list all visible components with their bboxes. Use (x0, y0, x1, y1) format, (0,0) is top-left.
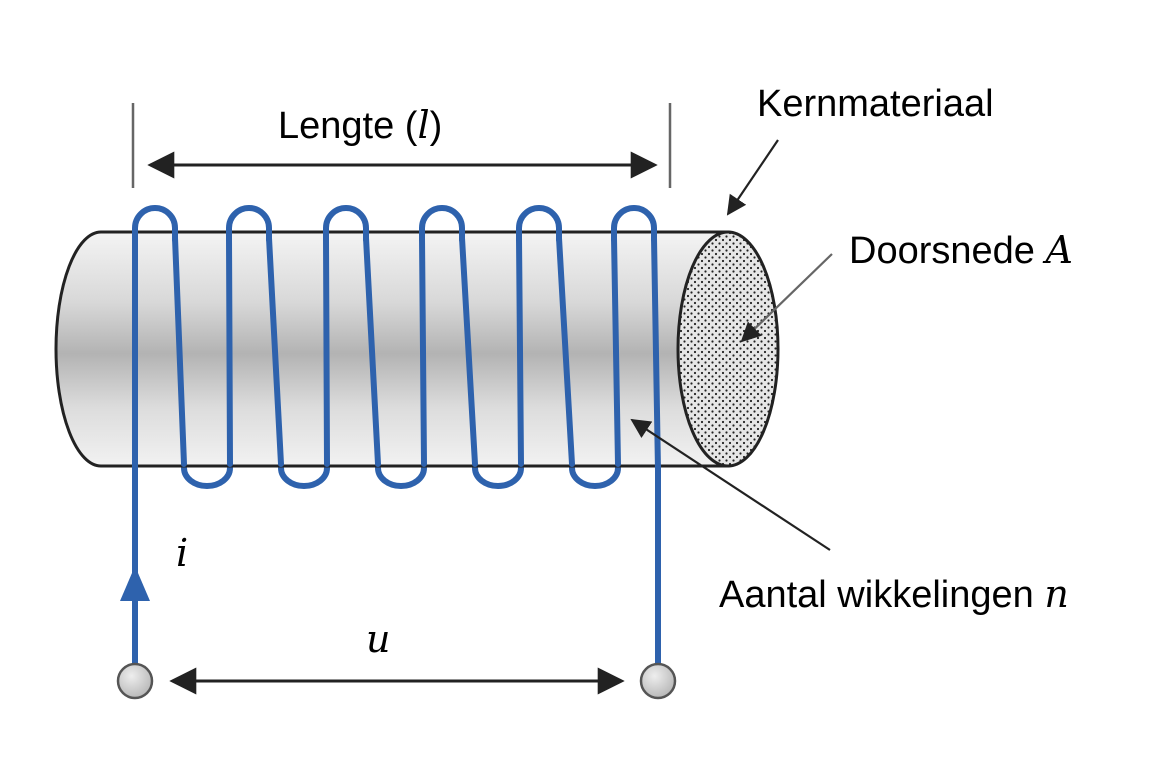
coil-back-loops (181, 459, 621, 489)
terminal-right (639, 662, 677, 700)
voltage-label: u (366, 617, 390, 661)
coil-front-wires (132, 235, 661, 473)
current-label: i (176, 531, 188, 575)
terminal-left (116, 662, 154, 700)
core-cylinder (54, 230, 780, 468)
core-cross-section (676, 230, 780, 468)
cross-section-pointer (740, 253, 833, 343)
length-dimension (131, 103, 672, 188)
current-arrow-icon (120, 566, 150, 601)
coil-top-loops (132, 205, 657, 243)
core-material-label: Kernmateriaal (757, 83, 994, 125)
windings-pointer (630, 418, 831, 551)
cross-section-label: Doorsnede A (849, 228, 1073, 272)
length-label: Lengte (l) (278, 103, 442, 147)
core-material-pointer (726, 139, 779, 216)
lead-wires (132, 463, 661, 668)
windings-label: Aantal wikkelingen n (719, 572, 1069, 616)
core-body (54, 230, 730, 468)
